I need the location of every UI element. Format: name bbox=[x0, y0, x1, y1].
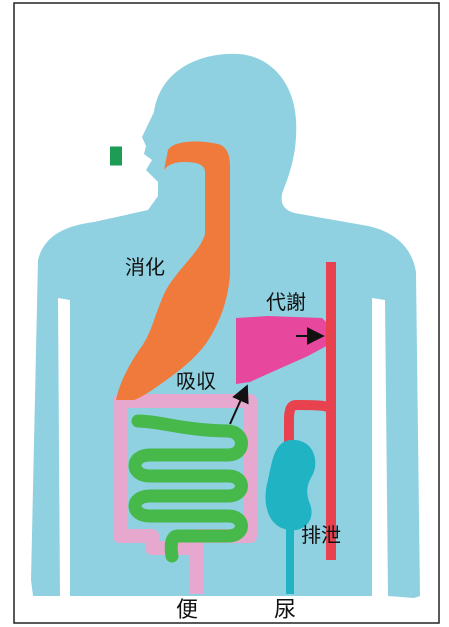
label-digestion: 消化 bbox=[125, 255, 165, 279]
label-stool: 便 bbox=[176, 598, 198, 623]
ureter bbox=[286, 528, 294, 594]
label-urine: 尿 bbox=[274, 598, 296, 623]
label-excretion: 排泄 bbox=[301, 523, 341, 547]
label-absorption: 吸収 bbox=[176, 369, 216, 393]
label-metabolism: 代謝 bbox=[266, 290, 306, 314]
